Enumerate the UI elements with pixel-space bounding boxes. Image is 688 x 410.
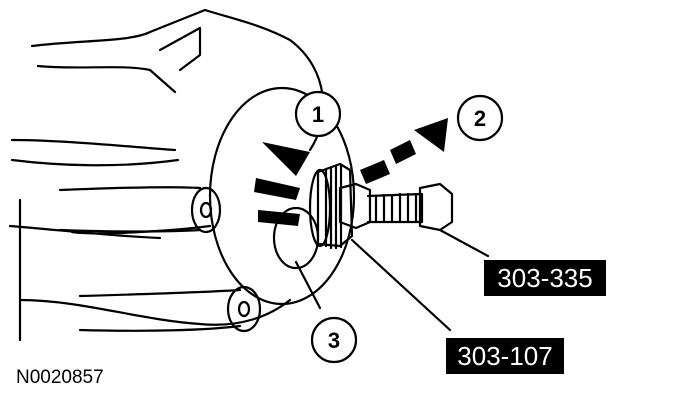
engine-rib-upper bbox=[10, 138, 177, 152]
engine-block-bracket bbox=[158, 26, 202, 72]
engine-body-lower bbox=[18, 298, 292, 326]
tool-label-303-107: 303-107 bbox=[446, 338, 564, 374]
arrow-1-dash-b bbox=[258, 210, 300, 226]
tube-boss-lower bbox=[58, 228, 202, 233]
tool-label-303-335: 303-335 bbox=[484, 260, 606, 296]
arrow-2-dash-a bbox=[360, 160, 390, 184]
callout-2-circle bbox=[456, 94, 504, 142]
lower-boss-end bbox=[226, 285, 262, 333]
callout-1-label: 1 bbox=[312, 102, 324, 127]
leader-303-335 bbox=[438, 228, 490, 258]
balancer-face bbox=[208, 86, 356, 306]
figure-id: N0020857 bbox=[16, 367, 104, 388]
leader-303-107 bbox=[350, 238, 452, 332]
callout-2-label: 2 bbox=[474, 106, 486, 131]
arrow-1-dash-a bbox=[254, 178, 300, 200]
forcing-screw bbox=[366, 192, 424, 224]
leader-callout-3 bbox=[294, 260, 322, 310]
lower-boss-top bbox=[78, 288, 242, 298]
tube-boss-upper bbox=[58, 186, 202, 192]
bolt-head bbox=[418, 182, 454, 232]
engine-web bbox=[8, 224, 162, 240]
arrow-2-dash-b bbox=[390, 140, 416, 164]
callout-3-label: 3 bbox=[328, 328, 340, 353]
engine-block-upper-edge bbox=[36, 64, 177, 94]
callout-3-circle bbox=[310, 316, 358, 364]
lower-boss-hole bbox=[237, 300, 251, 318]
engine-block-outline bbox=[30, 8, 325, 152]
screw-threads bbox=[374, 192, 418, 224]
puller-knurl bbox=[324, 164, 343, 250]
tube-boss-end bbox=[190, 186, 222, 234]
lower-boss-bottom bbox=[78, 324, 242, 332]
engine-rib-mid bbox=[10, 158, 180, 167]
arrow-1-tip bbox=[262, 142, 310, 176]
callout-1-circle bbox=[294, 90, 342, 138]
arrow-2-tip bbox=[414, 118, 448, 152]
